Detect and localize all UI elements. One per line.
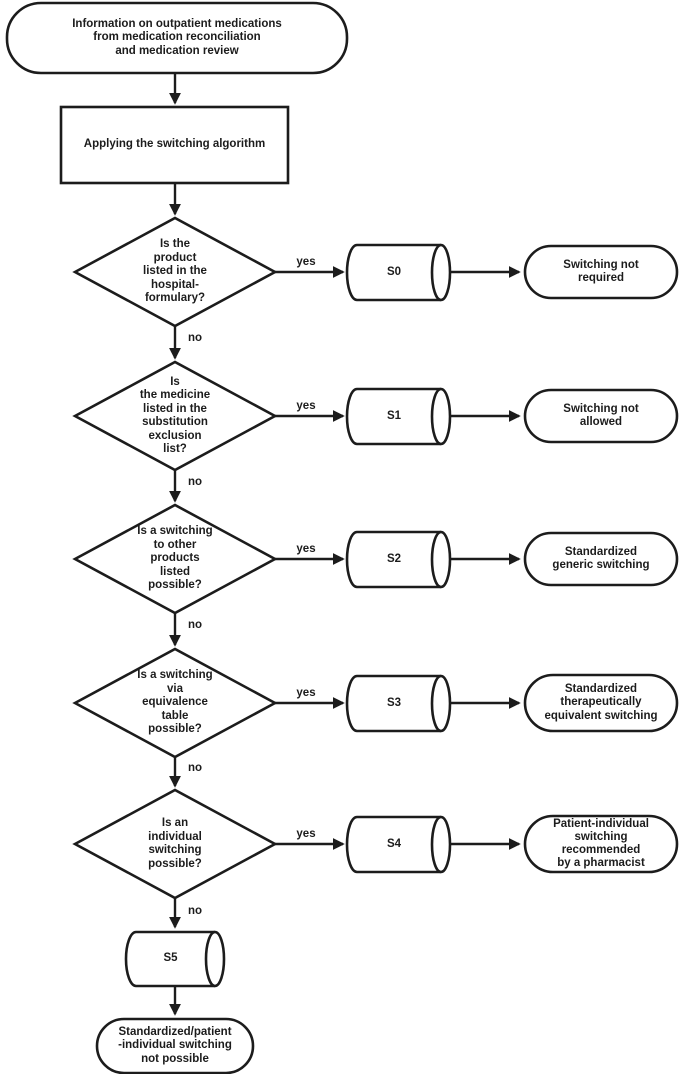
no-label-2: no bbox=[188, 476, 203, 488]
outcome-2-shape bbox=[523, 388, 679, 444]
cylinder-s5-rim bbox=[204, 930, 216, 988]
outcome-3-shape bbox=[523, 531, 679, 587]
outcome-4-shape bbox=[523, 673, 679, 733]
outcome-3-label: Standardized generic switching bbox=[552, 545, 650, 572]
start-node-label: Information on outpatient medications fr… bbox=[72, 17, 282, 57]
decision-5-shape bbox=[72, 788, 278, 900]
yes-label-1: yes bbox=[296, 256, 316, 268]
step-s2-label: S2 bbox=[386, 552, 402, 565]
decision-2-question: Is the medicine listed in the substituti… bbox=[139, 375, 211, 456]
no-label-5: no bbox=[188, 905, 203, 917]
step-s1-label: S1 bbox=[386, 409, 402, 422]
outcome-5-label: Patient-individual switching recommended… bbox=[553, 818, 649, 869]
yes-label-5: yes bbox=[296, 828, 316, 840]
cylinder-s2-rim bbox=[430, 530, 442, 589]
outcome-4-label: Standardized therapeutically equivalent … bbox=[544, 682, 658, 722]
step-s3-label: S3 bbox=[386, 696, 402, 709]
cylinder-s4-rim bbox=[430, 815, 442, 874]
cylinder-s0-rim bbox=[430, 243, 442, 302]
no-label-3: no bbox=[188, 619, 203, 631]
step-s4-label: S4 bbox=[386, 837, 402, 850]
yes-label-2: yes bbox=[296, 400, 316, 412]
outcome-1-shape bbox=[523, 244, 679, 300]
outcome-2-label: Switching not allowed bbox=[563, 402, 639, 429]
process-node-label: Applying the switching algorithm bbox=[83, 138, 266, 151]
decision-1-question: Is the product listed in the hospital- f… bbox=[143, 238, 207, 305]
decision-2-shape bbox=[72, 360, 278, 472]
decision-5-question: Is an individual switching possible? bbox=[148, 817, 202, 870]
decision-1-shape bbox=[72, 216, 278, 328]
outcome-1-label: Switching not required bbox=[563, 258, 639, 285]
step-s0-label: S0 bbox=[386, 265, 402, 278]
decision-3-question: Is a switching to other products listed … bbox=[137, 525, 213, 592]
cylinder-s1-rim bbox=[430, 387, 442, 446]
decision-4-shape bbox=[72, 647, 278, 759]
yes-label-4: yes bbox=[296, 687, 316, 699]
decision-3-shape bbox=[72, 503, 278, 615]
yes-label-3: yes bbox=[296, 543, 316, 555]
no-label-4: no bbox=[188, 762, 203, 774]
outcome-5-shape bbox=[523, 814, 679, 874]
cylinder-s3-rim bbox=[430, 674, 442, 733]
start-node-shape bbox=[5, 1, 349, 75]
final-outcome-label: Standardized/patient -individual switchi… bbox=[118, 1025, 232, 1065]
final-outcome-shape bbox=[95, 1017, 255, 1074]
decision-4-question: Is a switching via equivalence table pos… bbox=[137, 669, 213, 736]
no-label-1: no bbox=[188, 332, 203, 344]
step-s5-label: S5 bbox=[163, 952, 178, 965]
process-node-shape bbox=[59, 105, 290, 185]
